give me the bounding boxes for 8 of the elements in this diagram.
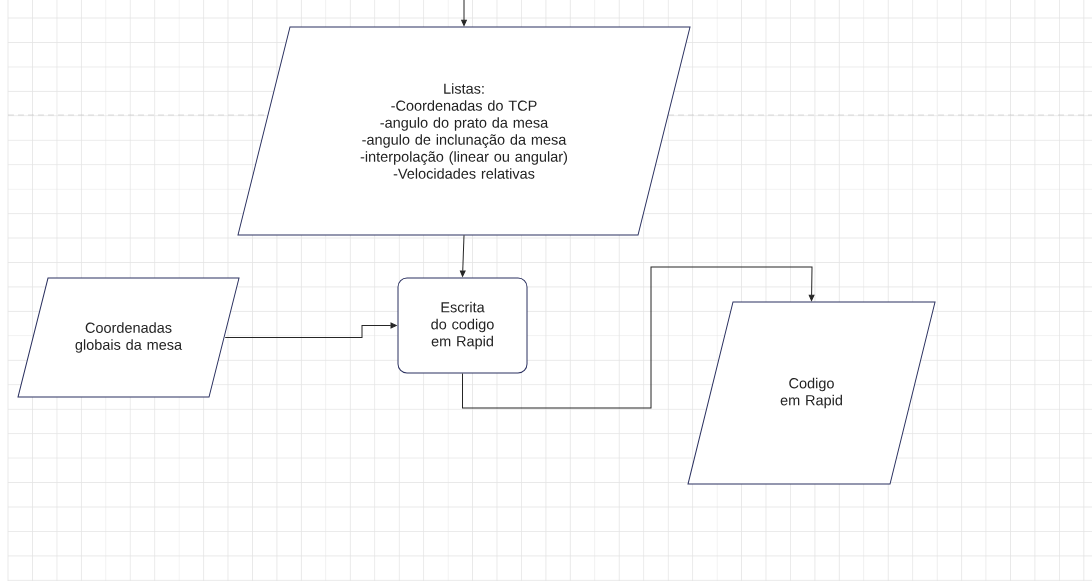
arrow [461,0,467,27]
arrow [459,234,466,277]
arrow [224,322,397,338]
data-parallelogram: Coordenadas globais da mesa [17,277,240,398]
data-parallelogram: Listas: -Coordenadas do TCP -angulo do prato da mesa -angulo de inclunação da mesa -interpolação (linear ou angular) -Velocidades relativas [237,26,691,236]
data-parallelogram: Codigo em Rapid [687,301,936,485]
arrow [462,266,815,409]
process-box: Escrita do codigo em Rapid [397,277,528,374]
